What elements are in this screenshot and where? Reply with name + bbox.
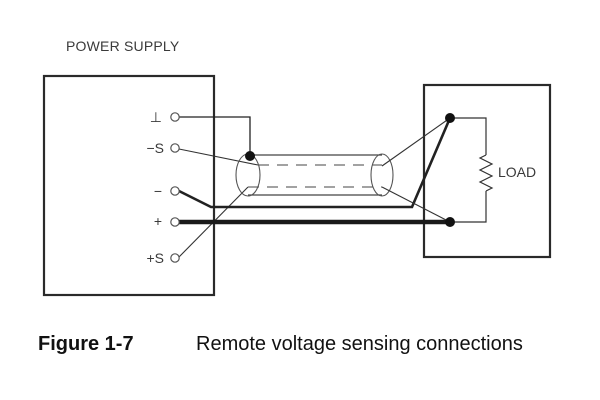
resistor-icon [478,154,494,192]
power-supply-title: POWER SUPPLY [66,38,180,54]
load-bottom-junction-dot [445,217,455,227]
shield-junction-dot [245,151,255,161]
terminal-label-plus: + [154,213,162,229]
terminal-label-minus: − [154,183,162,199]
terminal-minus [170,186,180,196]
load-top-lead [450,117,487,155]
power-supply-box [42,74,216,297]
terminal-ground [170,112,180,122]
remote-sensing-diagram: ⊥ −S − + +S LOAD [42,74,552,297]
terminal-plus-sense [170,253,180,263]
plus-sense-wire-right [381,186,451,223]
terminal-minus-sense [170,143,180,153]
minus-sense-wire-right [381,117,451,167]
terminal-label-ground: ⊥ [150,109,162,125]
terminal-label-minus-sense: −S [146,140,164,156]
load-label: LOAD [498,164,536,180]
minus-wire [178,117,452,209]
figure-number: Figure 1-7 [38,333,134,355]
cable-right-end [370,153,394,197]
terminal-label-plus-sense: +S [146,250,164,266]
load-top-junction-dot [445,113,455,123]
load-bottom-lead [450,191,487,223]
figure-title: Remote voltage sensing connections [196,333,523,355]
terminal-plus [170,217,180,227]
load-box [422,83,552,259]
ground-wire [179,116,251,155]
minus-sense-wire-left [178,148,259,166]
figure-caption: Figure 1-7 Remote voltage sensing connect… [38,333,523,356]
